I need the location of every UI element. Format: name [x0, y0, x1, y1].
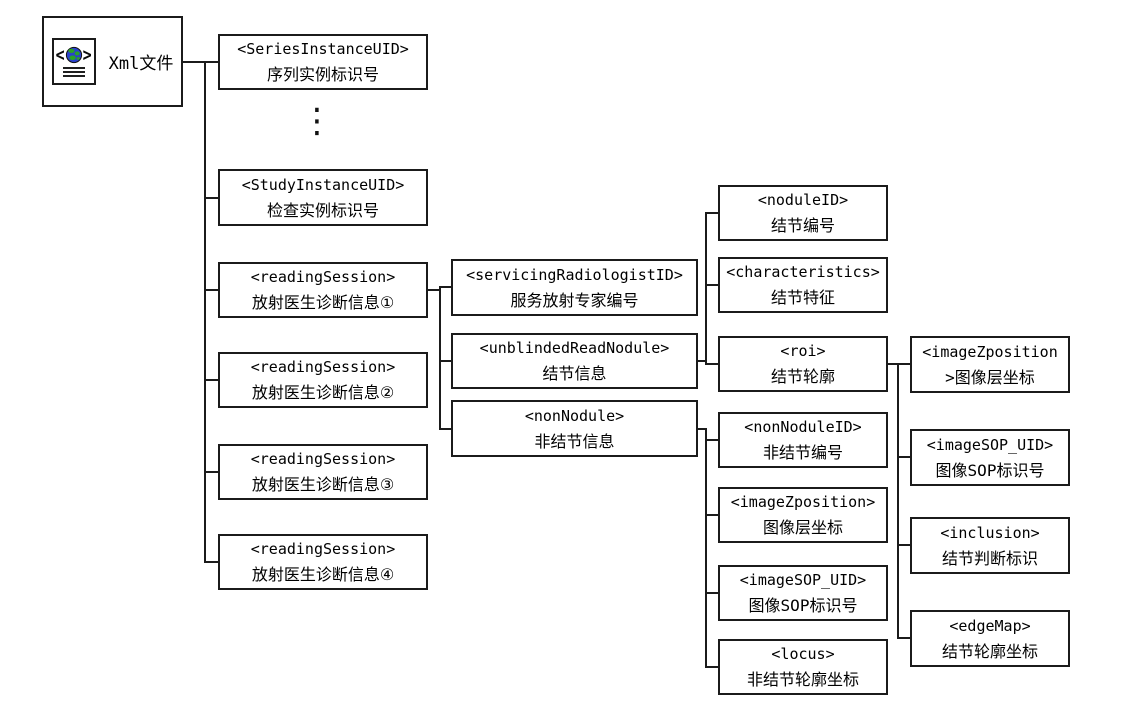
connector-line	[183, 61, 218, 63]
node-reading-session-4: <readingSession> 放射医生诊断信息④	[218, 534, 428, 590]
connector-line	[897, 544, 910, 546]
connector-line	[705, 592, 718, 594]
connector-line	[698, 428, 707, 430]
node-label: 结节编号	[770, 216, 835, 235]
node-tag: <inclusion>	[940, 523, 1040, 542]
connector-line	[439, 286, 451, 288]
connector-line	[897, 456, 910, 458]
node-nodule-id: <noduleID> 结节编号	[718, 185, 888, 241]
node-label: 图像SOP标识号	[935, 460, 1045, 480]
node-label: 放射医生诊断信息③	[251, 475, 395, 494]
node-tag: <readingSession>	[250, 358, 396, 376]
node-label: 结节轮廓	[770, 367, 835, 386]
node-label: 图像层坐标	[762, 518, 843, 537]
connector-trunk	[439, 286, 441, 430]
vertical-ellipsis: ⋮	[300, 101, 334, 141]
node-label: 服务放射专家编号	[510, 290, 639, 310]
connector-line	[705, 439, 718, 441]
connector-line	[204, 379, 218, 381]
connector-line	[204, 471, 218, 473]
left-angle-bracket-icon: <	[55, 43, 65, 66]
node-label: 放射医生诊断信息②	[251, 383, 395, 402]
connector-line	[888, 363, 899, 365]
connector-line	[897, 637, 910, 639]
node-edge-map: <edgeMap> 结节轮廓坐标	[910, 610, 1070, 667]
connector-line	[204, 197, 218, 199]
node-tag: <nonNodule>	[524, 406, 625, 425]
node-label: 放射医生诊断信息④	[251, 565, 395, 584]
connector-line	[705, 514, 718, 516]
node-label: 结节信息	[542, 364, 607, 383]
node-image-sop-uid: <imageSOP_UID> 图像SOP标识号	[718, 565, 888, 621]
node-non-nodule-id: <nonNoduleID> 非结节编号	[718, 412, 888, 468]
node-label: >图像层坐标	[945, 367, 1035, 387]
node-tag: <imageZposition>	[730, 493, 876, 511]
node-locus: <locus> 非结节轮廓坐标	[718, 639, 888, 695]
node-inclusion: <inclusion> 结节判断标识	[910, 517, 1070, 574]
node-tag: <edgeMap>	[949, 616, 1031, 635]
node-study-instance-uid: <StudyInstanceUID> 检查实例标识号	[218, 169, 428, 226]
connector-line	[705, 284, 718, 286]
node-tag: <imageZposition	[922, 342, 1058, 361]
connector-line	[897, 363, 910, 365]
node-label: 放射医生诊断信息①	[251, 293, 395, 312]
document-lines-icon	[62, 67, 85, 77]
node-unblinded-read-nodule: <unblindedReadNodule> 结节信息	[451, 333, 698, 389]
node-label: 序列实例标识号	[266, 65, 379, 84]
node-tag: <readingSession>	[250, 450, 396, 468]
right-angle-bracket-icon: >	[82, 43, 92, 66]
connector-line	[428, 289, 441, 291]
node-tag: <unblindedReadNodule>	[479, 339, 670, 357]
node-xml-file: < > Xml文件	[42, 16, 183, 107]
node-tag: <readingSession>	[250, 540, 396, 558]
node-label: 结节轮廓坐标	[941, 641, 1038, 661]
node-image-zposition-roi: <imageZposition >图像层坐标	[910, 336, 1070, 393]
xml-icon-brackets: < >	[55, 43, 92, 66]
connector-trunk	[897, 363, 899, 639]
connector-line	[204, 561, 218, 563]
connector-line	[204, 289, 218, 291]
node-label: 非结节信息	[534, 431, 615, 451]
node-tag: <imageSOP_UID>	[739, 571, 867, 589]
node-reading-session-2: <readingSession> 放射医生诊断信息②	[218, 352, 428, 408]
connector-line	[705, 212, 718, 214]
connector-line	[439, 360, 451, 362]
node-tag: <locus>	[771, 645, 835, 663]
node-label: 图像SOP标识号	[748, 596, 858, 615]
node-tag: <StudyInstanceUID>	[241, 175, 405, 194]
xml-file-icon: < >	[51, 38, 96, 85]
node-series-instance-uid: <SeriesInstanceUID> 序列实例标识号	[218, 34, 428, 90]
node-servicing-radiologist-id: <servicingRadiologistID> 服务放射专家编号	[451, 259, 698, 316]
connector-trunk	[705, 212, 707, 365]
node-tag: <imageSOP_UID>	[926, 435, 1054, 454]
globe-icon	[65, 46, 82, 64]
node-reading-session-3: <readingSession> 放射医生诊断信息③	[218, 444, 428, 500]
node-characteristics: <characteristics> 结节特征	[718, 257, 888, 313]
node-tag: <nonNoduleID>	[744, 418, 862, 436]
node-label: 非结节编号	[762, 443, 843, 462]
node-tag: <readingSession>	[250, 268, 396, 286]
node-label: 结节判断标识	[941, 548, 1038, 568]
connector-trunk	[204, 61, 206, 563]
node-label: 结节特征	[770, 288, 835, 307]
node-tag: <characteristics>	[726, 263, 880, 281]
node-non-nodule: <nonNodule> 非结节信息	[451, 400, 698, 457]
node-reading-session-1: <readingSession> 放射医生诊断信息①	[218, 262, 428, 318]
node-image-zposition: <imageZposition> 图像层坐标	[718, 487, 888, 543]
connector-line	[705, 363, 718, 365]
node-label: Xml文件	[108, 54, 174, 74]
connector-line	[705, 666, 718, 668]
connector-trunk	[705, 428, 707, 668]
node-image-sop-uid-roi: <imageSOP_UID> 图像SOP标识号	[910, 429, 1070, 486]
node-label: 非结节轮廓坐标	[746, 670, 859, 689]
node-tag: <noduleID>	[757, 191, 849, 209]
node-tag: <servicingRadiologistID>	[466, 265, 683, 284]
node-tag: <roi>	[780, 342, 826, 360]
node-roi: <roi> 结节轮廓	[718, 336, 888, 392]
connector-line	[698, 360, 707, 362]
connector-line	[439, 428, 451, 430]
node-label: 检查实例标识号	[266, 200, 379, 220]
node-tag: <SeriesInstanceUID>	[237, 40, 409, 58]
